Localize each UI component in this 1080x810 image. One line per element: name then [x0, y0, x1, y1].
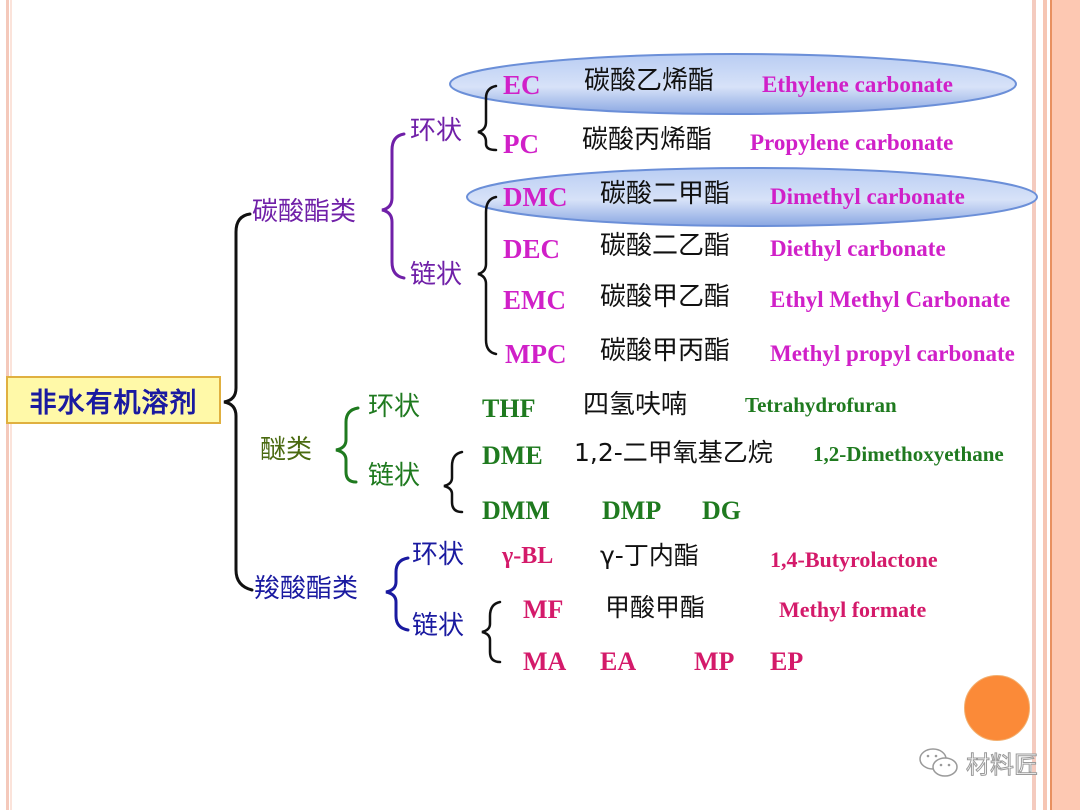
compound-abbr: γ-BL [502, 543, 554, 569]
ether-bracket [335, 406, 360, 484]
compound-cn-name: γ-丁内酯 [600, 541, 699, 570]
compound-en-name: Tetrahydrofuran [745, 393, 897, 417]
compound-cn-name: 碳酸乙烯酯 [584, 66, 715, 96]
ethers-category: 醚类 [260, 435, 313, 465]
compound-abbr: DEC [503, 234, 561, 264]
compound-abbr: MPC [505, 339, 567, 369]
right-border-band [1052, 0, 1080, 810]
compound-abbr: EA [600, 647, 637, 676]
compound-abbr: MA [523, 647, 567, 676]
carboxylate-bracket [385, 556, 410, 632]
compound-cn-name: 碳酸丙烯酯 [582, 125, 713, 155]
carbonate-cyclic-bracket [477, 84, 498, 152]
ethers-linear-label: 链状 [368, 461, 421, 491]
compound-en-name: Ethylene carbonate [762, 72, 954, 97]
root-node: 非水有机溶剂 [6, 376, 221, 424]
right-border-stripe-3 [1050, 0, 1052, 810]
compound-abbr: DG [702, 496, 741, 525]
compound-en-name: Dimethyl carbonate [770, 184, 965, 209]
carbonates-linear-label: 链状 [410, 260, 463, 290]
compound-cn-name: 甲酸甲酯 [605, 593, 706, 622]
compound-abbr: DMP [602, 496, 662, 525]
root-label: 非水有机溶剂 [29, 387, 198, 419]
compound-en-name: Ethyl Methyl Carbonate [770, 287, 1011, 312]
compound-cn-name: 四氢呋喃 [583, 390, 688, 420]
compound-en-name: Methyl formate [779, 597, 927, 622]
compound-en-name: Diethyl carbonate [770, 236, 946, 261]
compound-cn-name: 1,2-二甲氧基乙烷 [574, 438, 773, 467]
decorative-orange-dot [964, 675, 1030, 741]
carboxylates-category: 羧酸酯类 [254, 574, 359, 604]
compound-en-name: 1,2-Dimethoxyethane [813, 442, 1004, 466]
carboxylates-cyclic-label: 环状 [412, 540, 465, 570]
compound-abbr: DMC [503, 182, 568, 212]
carboxylate-linear-bracket [481, 600, 502, 664]
carbonate-linear-bracket [477, 195, 498, 356]
compound-en-name: Propylene carbonate [750, 130, 954, 155]
compound-cn-name: 碳酸二乙酯 [600, 231, 731, 261]
compound-en-name: 1,4-Butyrolactone [770, 547, 938, 572]
watermark-label: 材料匠 [966, 751, 1039, 780]
carbonates-category: 碳酸酯类 [252, 197, 357, 227]
root-bracket [223, 212, 254, 592]
ether-linear-bracket [443, 450, 464, 514]
compound-abbr: MF [523, 595, 564, 624]
compound-abbr: MP [694, 647, 735, 676]
carboxylates-linear-label: 链状 [412, 611, 465, 641]
compound-cn-name: 碳酸二甲酯 [600, 179, 731, 209]
right-border-stripe-2 [1043, 0, 1047, 810]
watermark: 材料匠 [918, 745, 1039, 780]
compound-cn-name: 碳酸甲乙酯 [600, 282, 731, 312]
compound-abbr: DME [482, 441, 543, 470]
ethers-cyclic-label: 环状 [368, 392, 421, 422]
highlight-ellipse-dmc [466, 167, 1038, 227]
compound-en-name: Methyl propyl carbonate [770, 341, 1015, 366]
compound-abbr: EMC [503, 285, 566, 315]
compound-abbr: DMM [482, 496, 550, 525]
compound-abbr: EC [503, 70, 541, 100]
highlight-ellipse-ec [449, 53, 1017, 115]
right-border-stripe-1 [1032, 0, 1036, 810]
compound-abbr: THF [482, 394, 536, 423]
carbonates-cyclic-label: 环状 [410, 116, 463, 146]
wechat-icon [919, 747, 958, 777]
carbonate-bracket [381, 132, 406, 280]
compound-cn-name: 碳酸甲丙酯 [600, 336, 731, 366]
compound-abbr: EP [770, 647, 804, 676]
compound-abbr: PC [503, 129, 539, 159]
